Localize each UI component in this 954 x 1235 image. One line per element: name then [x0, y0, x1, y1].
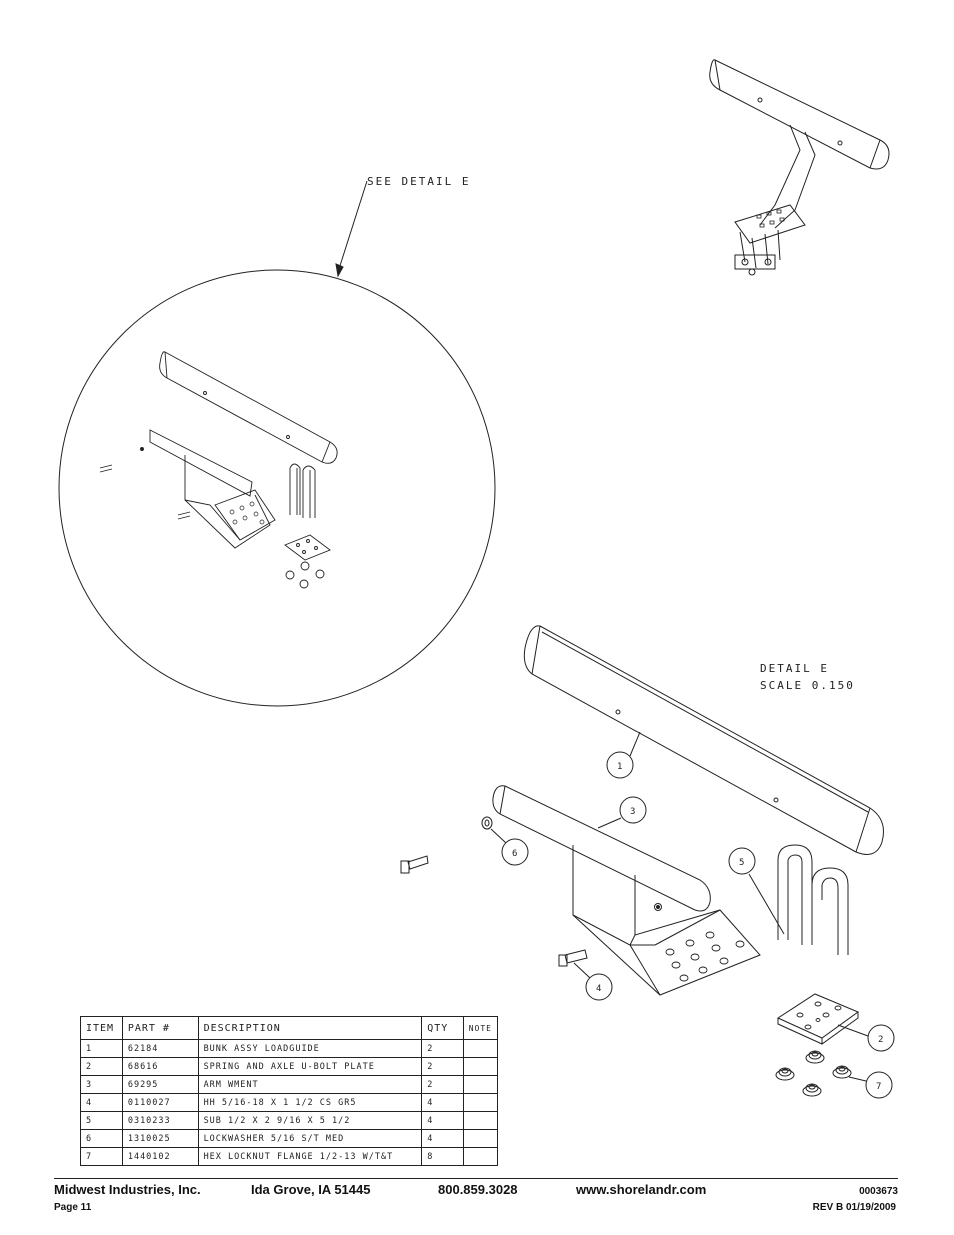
bom-header-description: DESCRIPTION — [197, 1016, 423, 1040]
revision-label: REV B 01/19/2009 — [812, 1202, 896, 1213]
callout-2: 2 — [878, 1035, 883, 1045]
locknut-group — [775, 1050, 852, 1097]
callout-7: 7 — [876, 1082, 881, 1092]
bom-note — [462, 1075, 499, 1094]
circle-exploded-view — [99, 351, 338, 589]
bom-part: 1310025 — [121, 1129, 199, 1148]
bom-description: SUB 1/2 X 2 9/16 X 5 1/2 — [197, 1111, 423, 1130]
bom-note — [462, 1057, 499, 1076]
bom-note — [462, 1129, 499, 1148]
bom-header-part: PART # — [121, 1016, 199, 1040]
bom-header-item: ITEM — [80, 1016, 123, 1040]
callout-5: 5 — [739, 858, 744, 868]
bom-item: 2 — [80, 1057, 123, 1076]
table-row: 6 1310025 LOCKWASHER 5/16 S/T MED 4 — [80, 1129, 499, 1148]
footer-location: Ida Grove, IA 51445 — [251, 1182, 371, 1197]
overview-assembly-view — [709, 59, 890, 276]
bom-part: 0310233 — [121, 1111, 199, 1130]
table-row: 5 0310233 SUB 1/2 X 2 9/16 X 5 1/2 4 — [80, 1111, 499, 1130]
table-row: 3 69295 ARM WMENT 2 — [80, 1075, 499, 1094]
footer-contact-line: Midwest Industries, Inc. Ida Grove, IA 5… — [54, 1182, 898, 1198]
bom-description: HEX LOCKNUT FLANGE 1/2-13 W/T&T — [197, 1147, 423, 1166]
bom-qty: 2 — [421, 1057, 464, 1076]
bom-qty: 4 — [421, 1093, 464, 1112]
bom-item: 7 — [80, 1147, 123, 1166]
bom-qty: 2 — [421, 1075, 464, 1094]
bom-item: 3 — [80, 1075, 123, 1094]
bom-item: 1 — [80, 1039, 123, 1058]
bom-qty: 4 — [421, 1111, 464, 1130]
footer-company: Midwest Industries, Inc. — [54, 1182, 201, 1197]
table-row: 7 1440102 HEX LOCKNUT FLANGE 1/2-13 W/T&… — [80, 1147, 499, 1166]
bom-qty: 2 — [421, 1039, 464, 1058]
detail-scale: SCALE 0.150 — [760, 679, 855, 692]
bom-item: 6 — [80, 1129, 123, 1148]
bom-note — [462, 1093, 499, 1112]
callout-4: 4 — [596, 984, 601, 994]
bom-header-note: NOTE — [462, 1016, 499, 1040]
see-detail-label: SEE DETAIL E — [367, 175, 470, 188]
detail-title: DETAIL E — [760, 662, 829, 675]
bom-qty: 4 — [421, 1129, 464, 1148]
see-detail-leader — [335, 180, 368, 278]
bill-of-materials-table: ITEM PART # DESCRIPTION QTY NOTE 1 62184… — [80, 1016, 499, 1166]
bom-qty: 8 — [421, 1147, 464, 1166]
table-row: 4 0110027 HH 5/16-18 X 1 1/2 CS GR5 4 — [80, 1093, 499, 1112]
table-row: 2 68616 SPRING AND AXLE U-BOLT PLATE 2 — [80, 1057, 499, 1076]
bom-part: 0110027 — [121, 1093, 199, 1112]
bom-part: 62184 — [121, 1039, 199, 1058]
bom-item: 4 — [80, 1093, 123, 1112]
page-number: Page 11 — [54, 1202, 92, 1213]
document-number: 0003673 — [859, 1186, 898, 1197]
table-row: 1 62184 BUNK ASSY LOADGUIDE 2 — [80, 1039, 499, 1058]
footer-phone: 800.859.3028 — [438, 1182, 518, 1197]
bom-note — [462, 1147, 499, 1166]
callout-1: 1 — [617, 762, 622, 772]
bom-description: LOCKWASHER 5/16 S/T MED — [197, 1129, 423, 1148]
bom-description: ARM WMENT — [197, 1075, 423, 1094]
footer-website: www.shorelandr.com — [576, 1182, 707, 1197]
bom-note — [462, 1039, 499, 1058]
callout-3: 3 — [630, 807, 635, 817]
bom-part: 1440102 — [121, 1147, 199, 1166]
footer-divider — [54, 1178, 898, 1179]
callout-6: 6 — [512, 849, 517, 859]
detail-e-exploded-view — [400, 625, 884, 1097]
bom-item: 5 — [80, 1111, 123, 1130]
bom-description: HH 5/16-18 X 1 1/2 CS GR5 — [197, 1093, 423, 1112]
bom-description: BUNK ASSY LOADGUIDE — [197, 1039, 423, 1058]
bom-note — [462, 1111, 499, 1130]
bom-header-row: ITEM PART # DESCRIPTION QTY NOTE — [80, 1016, 499, 1040]
callout-balloons: 1 3 6 5 4 2 7 — [490, 731, 895, 1099]
footer-page-line: Page 11 REV B 01/19/2009 — [54, 1202, 898, 1214]
detail-circle — [58, 269, 496, 707]
bom-header-qty: QTY — [421, 1016, 464, 1040]
bom-description: SPRING AND AXLE U-BOLT PLATE — [197, 1057, 423, 1076]
bom-part: 68616 — [121, 1057, 199, 1076]
bom-part: 69295 — [121, 1075, 199, 1094]
